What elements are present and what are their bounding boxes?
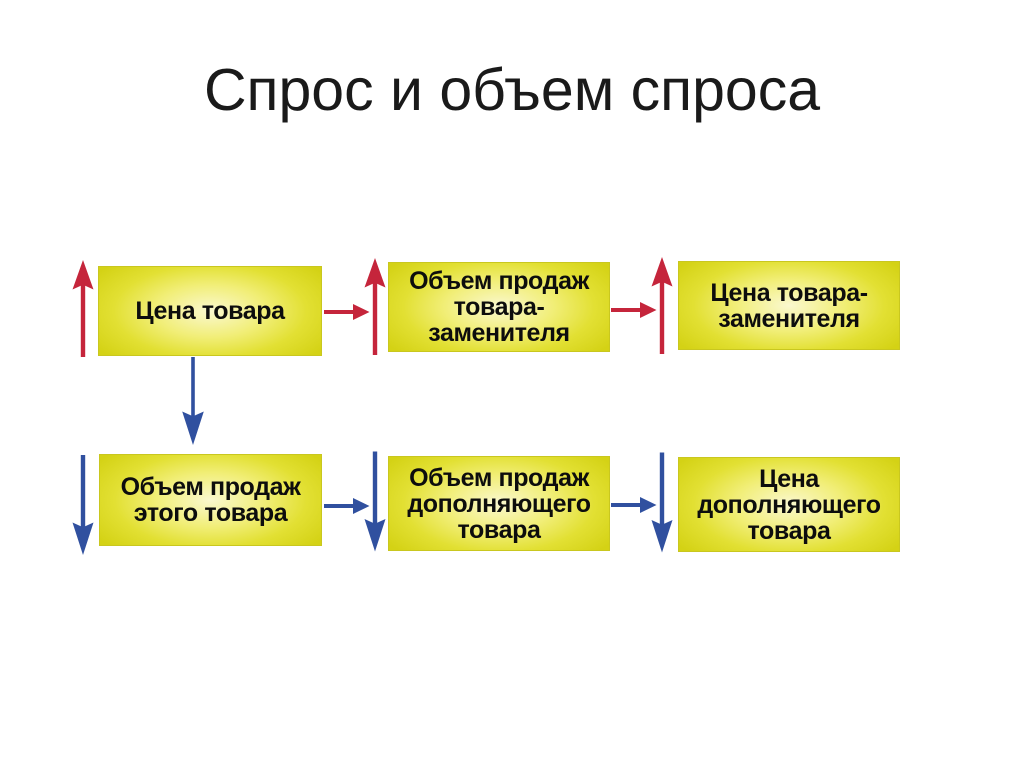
blue-right-arrow-icon — [611, 495, 657, 515]
box-label-line: Объем продаж — [409, 267, 589, 295]
box-label-line: дополняющего — [697, 490, 881, 519]
increase-arrow-icon — [364, 258, 386, 355]
red-right-arrow-icon — [611, 300, 657, 320]
box-sales-volume-of-complement: Объем продаж дополняющего товара — [388, 456, 610, 551]
box-sales-volume-of-substitute: Объем продаж товара- заменителя — [388, 262, 610, 352]
box-sales-volume-of-this-product: Объем продаж этого товара — [99, 454, 322, 546]
decrease-arrow-icon — [651, 450, 673, 555]
box-label-line: Объем продаж — [409, 463, 589, 492]
box-label-line: Цена товара- — [710, 278, 868, 307]
box-label-line: заменителя — [428, 319, 570, 347]
blue-down-connector-icon — [181, 357, 205, 445]
increase-arrow-icon — [72, 260, 94, 357]
slide-title: Спрос и объем спроса — [203, 57, 821, 123]
box-label-line: товара- — [453, 293, 545, 321]
box-label-line: Объем продаж — [120, 473, 301, 501]
red-right-arrow-icon — [324, 302, 370, 322]
box-label-line: товара — [457, 515, 541, 544]
box-price-of-product: Цена товара — [98, 266, 322, 356]
blue-right-arrow-icon — [324, 496, 370, 516]
increase-arrow-icon — [651, 257, 673, 354]
box-label-line: этого товара — [133, 499, 288, 527]
box-price-of-complement: Цена дополняющего товара — [678, 457, 900, 552]
decrease-arrow-icon — [72, 455, 94, 555]
box-label-line: Цена товара — [135, 297, 285, 325]
box-label-line: дополняющего — [407, 489, 591, 518]
box-price-of-substitute: Цена товара- заменителя — [678, 261, 900, 350]
box-label-line: товара — [747, 516, 831, 545]
box-label-line: Цена — [759, 464, 819, 493]
box-label-line: заменителя — [718, 304, 860, 333]
decrease-arrow-icon — [364, 450, 386, 553]
